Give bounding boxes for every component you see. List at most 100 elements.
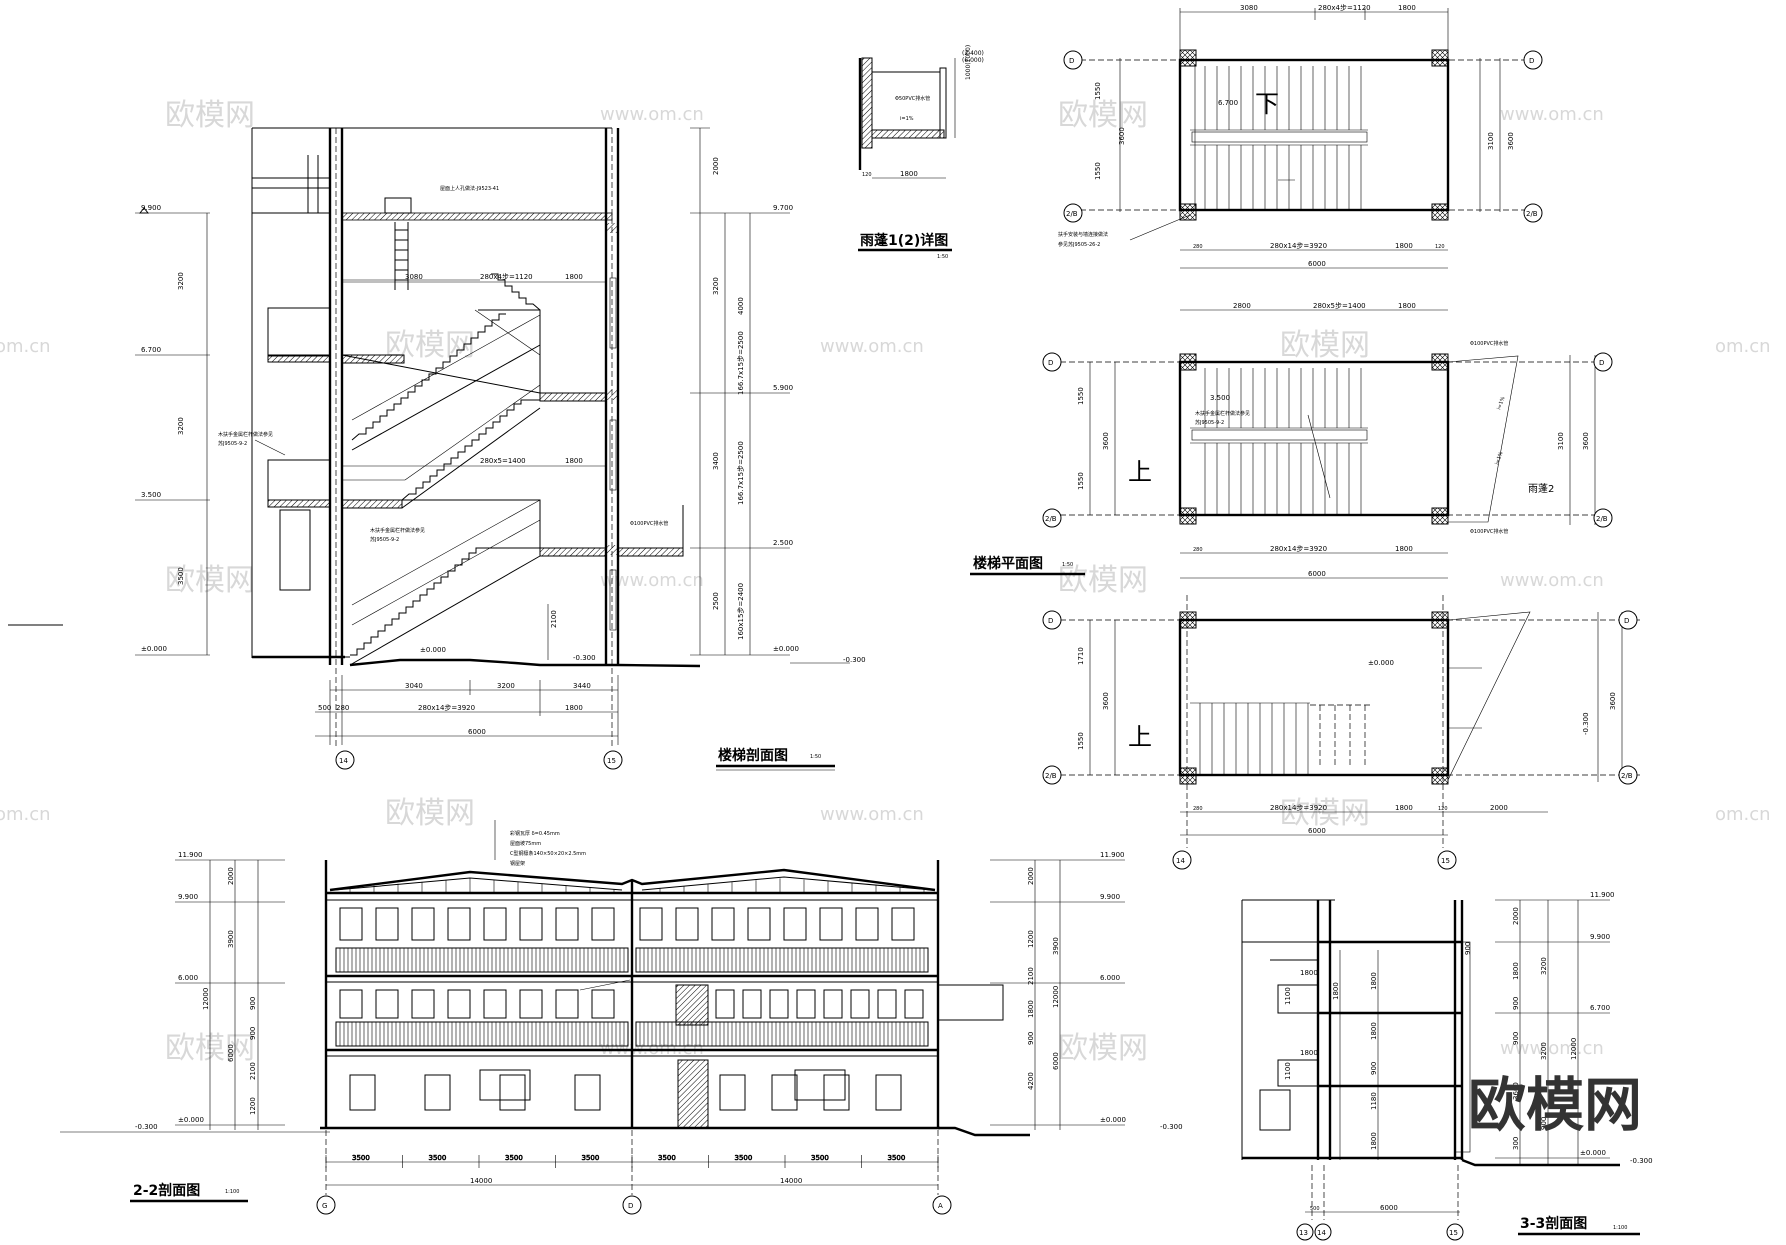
drawing-title: 楼梯剖面图 [718,747,788,764]
level-label: 2.500 [773,539,793,547]
dim: 3600 [1118,127,1126,145]
watermark: 欧模网 [1058,98,1148,133]
bay-dim: 3500 [352,1154,370,1162]
dim: 1000(1000) [965,45,972,80]
dim: 280 [336,704,349,712]
dim: 2000 [1490,804,1508,812]
dim: 1800 [1370,972,1378,990]
dim: 1200 [249,1097,257,1115]
dim: 12000 [1052,986,1060,1008]
dim: 166.7x15步=2500 [737,331,745,395]
dim: 1550 [1077,387,1085,405]
watermark: 欧模网 [1280,328,1370,363]
dim: 1800 [565,457,583,465]
note: 木扶手金属栏杆做法参见 [1195,410,1250,417]
dim: 3500 [177,567,185,585]
dim: 120 [862,172,872,178]
note: Φ100PVC排水管 [1470,340,1508,347]
dim: 3600 [1512,1082,1520,1100]
dim: 1180 [1370,1092,1378,1110]
bay-dim: 3500 [429,1154,447,1162]
level-label: 5.900 [773,384,793,392]
axis-label: D [628,1202,633,1210]
note: 参见苏J9505-26-2 [1058,241,1100,248]
drawing-title: 2-2剖面图 [133,1182,200,1199]
dim: 900 [1464,942,1472,955]
level-label: ±0.000 [420,646,446,654]
dim: 1100 [1284,987,1292,1005]
dim: 1800 [1300,1049,1318,1057]
dim: 3600 [1507,132,1515,150]
note: 苏J9505-9-2 [218,440,247,447]
dim: 4000 [737,297,745,315]
watermark: om.cn [1715,804,1771,825]
dim: 3200 [177,272,185,290]
note: 钢屋架 [510,860,525,867]
drawing-title: 雨蓬1(2)详图 [860,232,948,249]
dim: 500 [318,704,331,712]
note: C型钢檩条140×50×20×2.5mm [510,850,586,857]
watermark: www.om.cn [600,104,704,125]
level-label: 9.900 [178,893,198,901]
dim: 1550 [1077,472,1085,490]
dim: 2500 [712,592,720,610]
dim: 3600 [1609,692,1617,710]
note: i=1% [900,116,914,122]
plan-label: 下 [1255,90,1279,118]
dim: 900 [249,997,257,1010]
plan-label: 上 [1128,723,1152,751]
dim: 280x5步=1400 [1313,302,1366,310]
dim: 280x14步=3920 [1270,804,1327,812]
dim: 500 [1310,1206,1320,1212]
note: 扶手安装与墙连接做法 [1058,231,1108,238]
note: 屋面坡75mm [510,840,541,847]
level-label: 6.700 [141,346,161,354]
drawing-scale: 1:50 [1062,562,1073,568]
dim: 1550 [1094,162,1102,180]
dim: 3900 [227,930,235,948]
dim: 6000 [468,728,486,736]
level-label: -0.300 [1160,1123,1183,1131]
level-label: ±0.000 [141,645,167,653]
dim: 3200 [712,277,720,295]
dim: 3600 [1582,432,1590,450]
dim: 280 [1193,244,1203,250]
dim: 3200 [497,682,515,690]
bay-dim: 3500 [505,1154,523,1162]
dim: 2000 [1027,867,1035,885]
bay-dim: 3500 [582,1154,600,1162]
dim: 1800 [1398,302,1416,310]
dim: 1800 [1395,545,1413,553]
watermark: 欧模网 [1280,796,1370,831]
level-label: 9.900 [141,204,161,212]
note: 屋面上人孔做法-J9523-41 [440,185,499,192]
axis-label: A [938,1202,943,1210]
dim: 14000 [780,1177,802,1185]
dim: 1800 [900,170,918,178]
watermark: om.cn [0,336,51,357]
dim: 900 [249,1027,257,1040]
dim: 280 [1193,547,1203,553]
note: i=1% [1496,396,1506,411]
dim: 160x15步=2400 [737,583,745,640]
dim: 280x14步=3920 [1270,545,1327,553]
dim: 280x14步=3920 [418,704,475,712]
dim: 6000 [1308,260,1326,268]
axis-label: 14 [339,757,348,765]
note: 木扶手金属栏杆做法参见 [370,527,425,534]
dim: 3600 [1102,432,1110,450]
level-label: ±0.000 [1100,1116,1126,1124]
plan-label: 雨蓬2 [1528,483,1554,495]
dim: 1800 [565,704,583,712]
axis-label: 2/B [1045,515,1057,523]
section-22-drawing: 11.900 9.900 6.000 ±0.000 -0.300 2000 39… [60,820,1183,1215]
note: Φ50PVC排水管 [895,95,930,102]
dim: 2100 [550,610,558,628]
axis-label: 2/B [1045,772,1057,780]
note: 苏J9505-9-2 [1195,419,1224,426]
watermark: 欧模网 [1058,563,1148,598]
dim: 3200 [1540,1042,1548,1060]
axis-label: 15 [1441,857,1450,865]
level-label: (2.400) [962,50,984,57]
